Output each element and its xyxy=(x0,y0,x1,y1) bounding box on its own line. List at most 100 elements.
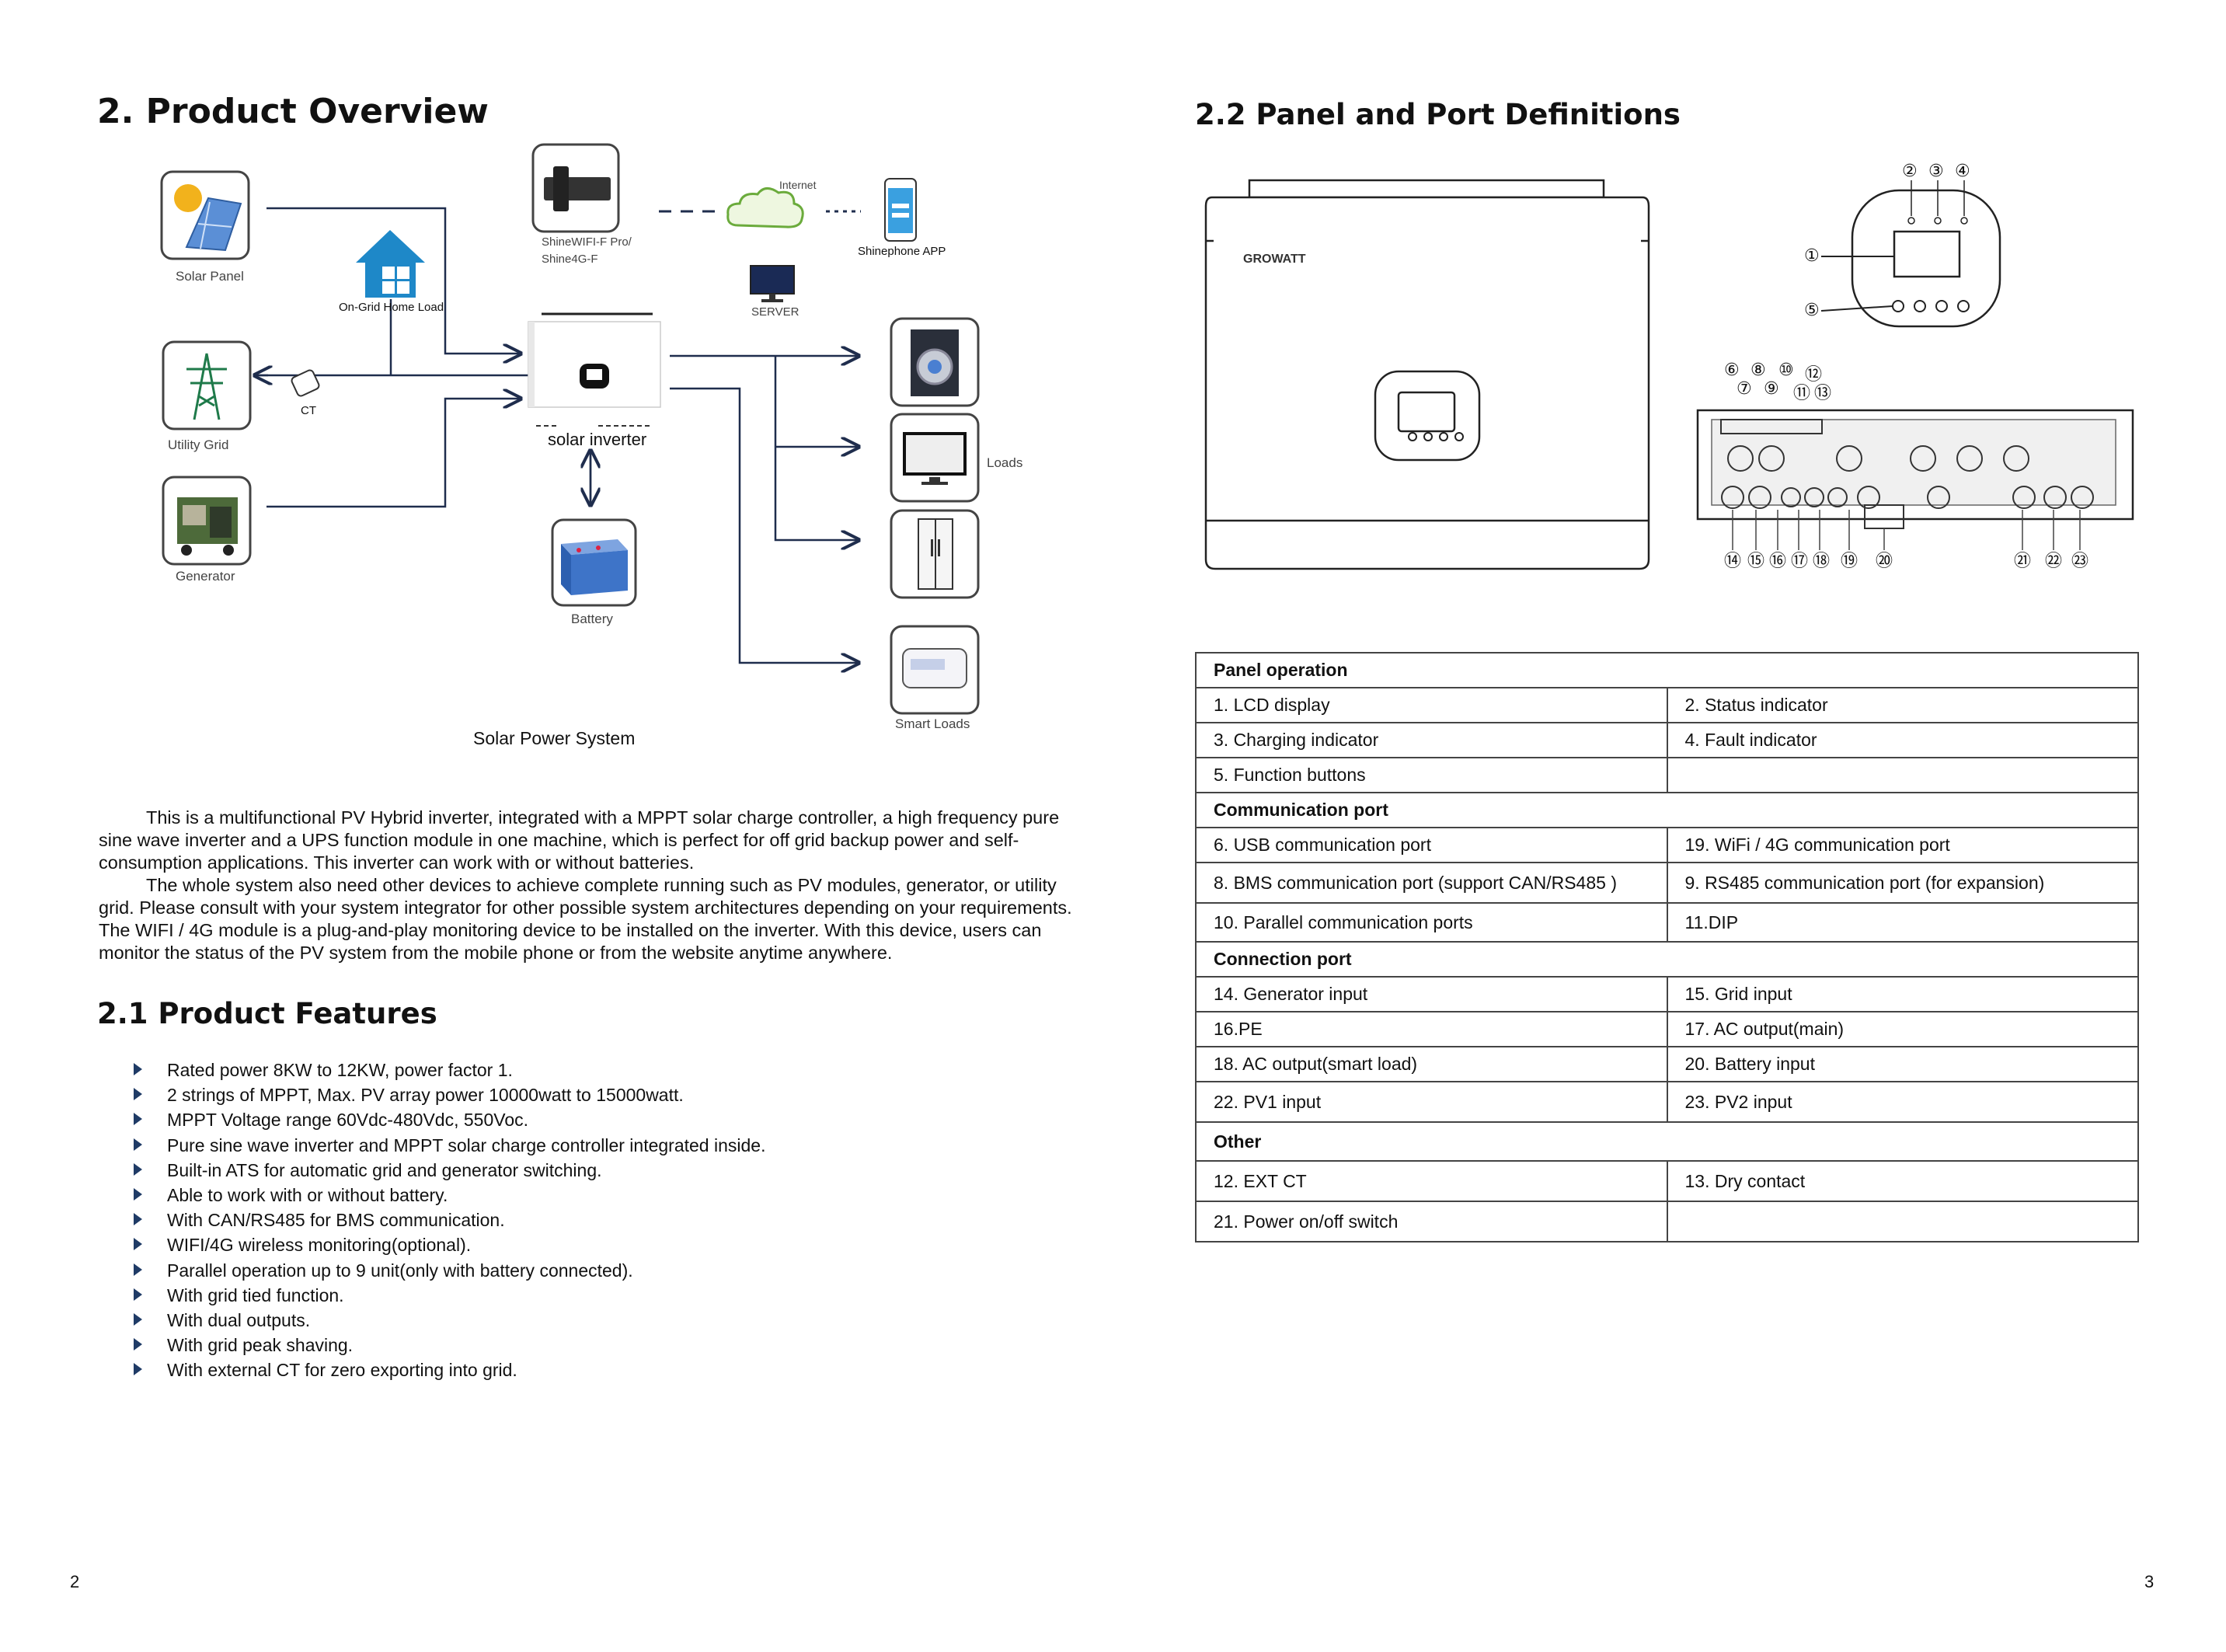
callout-19: ⑲ xyxy=(1841,552,1858,571)
callout-10: ⑩ xyxy=(1778,361,1794,380)
smart-loads-label: Smart Loads xyxy=(895,716,970,731)
generator-icon xyxy=(162,476,252,566)
features-title: 2.1 Product Features xyxy=(97,997,437,1030)
feature-item: 2 strings of MPPT, Max. PV array power 1… xyxy=(134,1082,911,1107)
panel-operation-header: Panel operation xyxy=(1195,652,2139,688)
ct-label: CT xyxy=(301,404,316,417)
control-panel-closeup: ② ③ ④ ① ⑤ xyxy=(1787,155,2020,342)
tv-icon xyxy=(890,413,980,503)
panel-port-title: 2.2 Panel and Port Definitions xyxy=(1195,98,1681,131)
table-section-header: Other xyxy=(1195,1121,2139,1162)
table-cell xyxy=(1666,757,2139,793)
callout-21: ㉑ xyxy=(2014,552,2032,571)
diagram-connections xyxy=(160,143,980,715)
inverter-front-drawing: GROWATT xyxy=(1204,179,1650,570)
table-cell: 13. Dry contact xyxy=(1666,1160,2139,1202)
inverter-front-view: GROWATT xyxy=(1197,171,1663,575)
table-cell: 9. RS485 communication port (for expansi… xyxy=(1666,862,2139,904)
feature-item: With grid tied function. xyxy=(134,1283,911,1308)
table-cell: 15. Grid input xyxy=(1666,976,2139,1012)
callout-7: ⑦ xyxy=(1737,379,1752,399)
table-cell: 21. Power on/off switch xyxy=(1195,1201,1668,1242)
ct-icon xyxy=(291,369,320,397)
callout-8: ⑧ xyxy=(1750,361,1766,380)
solar-panel-icon xyxy=(160,170,250,260)
feature-item: With external CT for zero exporting into… xyxy=(134,1357,911,1382)
table-section-header: Panel operation xyxy=(1195,652,2139,688)
solar-power-system-diagram: Solar Panel On-Grid Home Load Utility Gr… xyxy=(0,0,1111,762)
table-row: 5. Function buttons xyxy=(1195,757,2139,793)
home-load-label: On-Grid Home Load xyxy=(339,301,444,314)
feature-item: Parallel operation up to 9 unit(only wit… xyxy=(134,1258,911,1283)
callout-13: ⑬ xyxy=(1814,384,1832,403)
water-heater-icon xyxy=(890,625,980,715)
wifi-module-label-line1: ShineWIFI-F Pro/ xyxy=(542,235,632,249)
other-header: Other xyxy=(1195,1121,2139,1162)
callout-15: ⑮ xyxy=(1747,552,1765,571)
internet-label: Internet xyxy=(779,179,817,191)
table-row: 18. AC output(smart load)20. Battery inp… xyxy=(1195,1046,2139,1082)
callout-20: ⑳ xyxy=(1876,552,1893,571)
server-label: SERVER xyxy=(751,305,799,319)
feature-item: WIFI/4G wireless monitoring(optional). xyxy=(134,1232,911,1257)
table-cell: 20. Battery input xyxy=(1666,1046,2139,1082)
callout-12: ⑫ xyxy=(1805,365,1823,385)
diagram-caption: Solar Power System xyxy=(473,728,636,748)
table-cell: 18. AC output(smart load) xyxy=(1195,1046,1668,1082)
inverter-label: solar inverter xyxy=(548,430,647,449)
internet-cloud-icon xyxy=(726,187,804,228)
utility-grid-icon xyxy=(162,340,252,430)
table-cell: 14. Generator input xyxy=(1195,976,1668,1012)
inverter-port-view: ⑥ ⑧ ⑩ ⑫ ⑦ ⑨ ⑪ ⑬ ⑭ ⑮ ⑯ ⑰ ⑱ ⑲ ⑳ ㉑ ㉒ ㉓ xyxy=(1690,357,2141,575)
table-cell: 23. PV2 input xyxy=(1666,1081,2139,1123)
callout-9: ⑨ xyxy=(1764,379,1779,399)
table-cell: 10. Parallel communication ports xyxy=(1195,902,1668,943)
overview-description: This is a multifunctional PV Hybrid inve… xyxy=(99,807,1078,964)
generator-label: Generator xyxy=(176,569,235,584)
utility-grid-label: Utility Grid xyxy=(168,437,229,452)
table-cell: 5. Function buttons xyxy=(1195,757,1668,793)
page-number-left: 2 xyxy=(70,1572,80,1591)
feature-item: With grid peak shaving. xyxy=(134,1333,911,1357)
feature-item: Rated power 8KW to 12KW, power factor 1. xyxy=(134,1058,911,1082)
overview-paragraph-1: This is a multifunctional PV Hybrid inve… xyxy=(99,807,1060,873)
table-cell: 16.PE xyxy=(1195,1011,1668,1047)
callout-22: ㉒ xyxy=(2045,552,2063,571)
callout-14: ⑭ xyxy=(1724,552,1742,571)
phone-app-icon xyxy=(884,178,917,242)
callout-18: ⑱ xyxy=(1813,552,1831,571)
callout-11: ⑪ xyxy=(1793,384,1811,403)
page-number-right: 3 xyxy=(2144,1572,2155,1591)
table-cell: 11.DIP xyxy=(1666,902,2139,943)
callout-5: ⑤ xyxy=(1804,301,1820,320)
feature-item: Built-in ATS for automatic grid and gene… xyxy=(134,1158,911,1183)
callout-16: ⑯ xyxy=(1769,552,1787,571)
table-cell: 22. PV1 input xyxy=(1195,1081,1668,1123)
table-cell: 12. EXT CT xyxy=(1195,1160,1668,1202)
brand-logo: GROWATT xyxy=(1243,253,1306,266)
feature-item: Able to work with or without battery. xyxy=(134,1183,911,1208)
home-load-icon xyxy=(356,230,425,298)
server-monitor-icon xyxy=(750,265,795,302)
table-section-header: Communication port xyxy=(1195,792,2139,828)
table-cell: 19. WiFi / 4G communication port xyxy=(1666,827,2139,863)
overview-paragraph-2: The whole system also need other devices… xyxy=(99,875,1072,963)
wifi-module-icon xyxy=(531,143,620,233)
callout-2: ② xyxy=(1902,162,1918,181)
table-row: 8. BMS communication port (support CAN/R… xyxy=(1195,862,2139,904)
callout-23: ㉓ xyxy=(2071,552,2089,571)
control-panel-drawing xyxy=(1820,180,2001,328)
connection-port-header: Connection port xyxy=(1195,941,2139,978)
table-row: 21. Power on/off switch xyxy=(1195,1201,2139,1242)
callout-3: ③ xyxy=(1928,162,1944,181)
page-title: 2. Product Overview xyxy=(97,92,489,131)
table-cell: 6. USB communication port xyxy=(1195,827,1668,863)
